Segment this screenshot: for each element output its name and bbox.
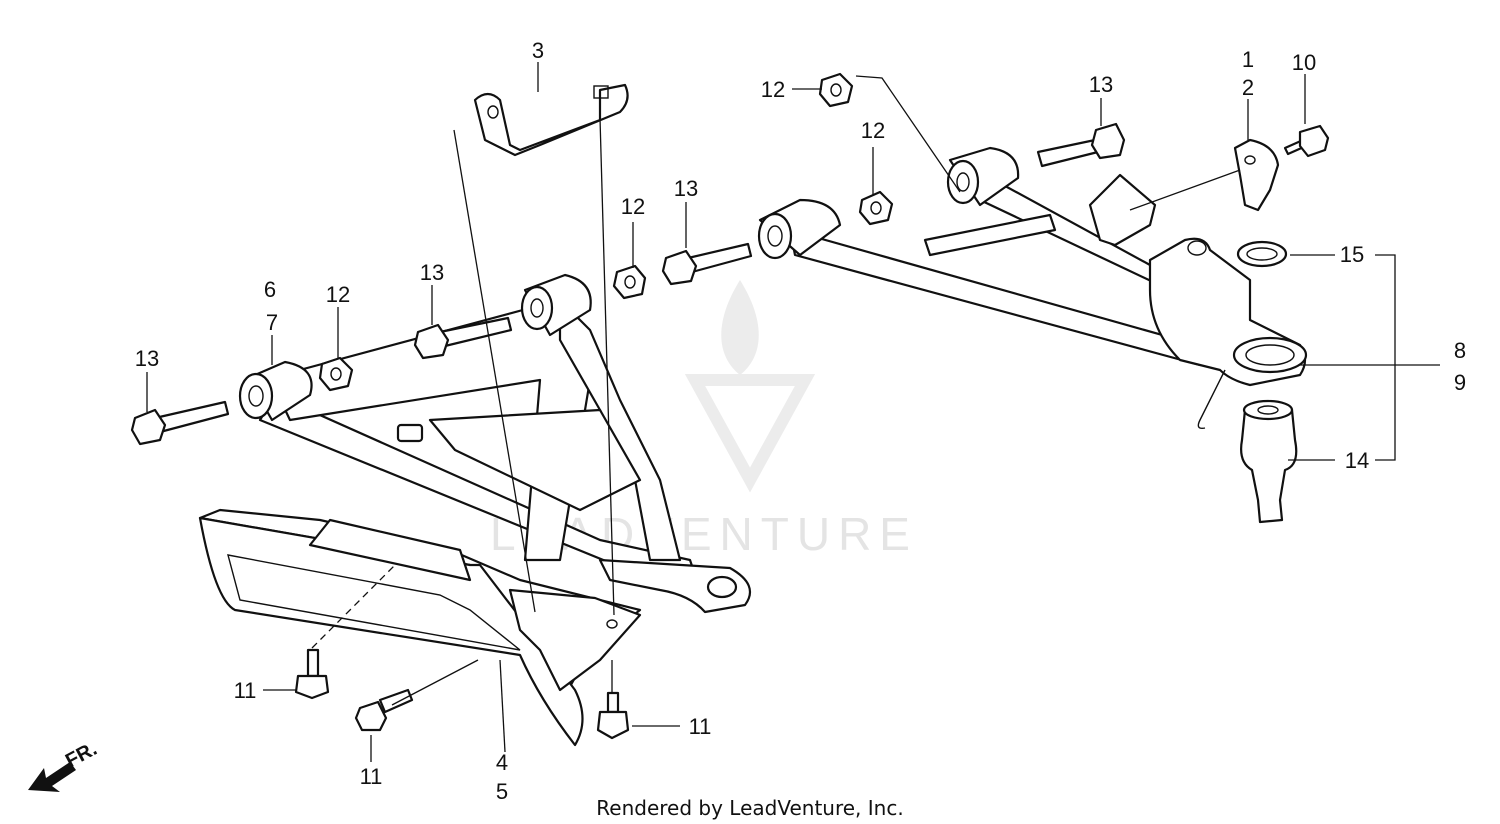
- callout-13-c: 13: [674, 176, 698, 201]
- ball-joint[interactable]: [1240, 399, 1298, 524]
- callout-12-a: 12: [326, 282, 350, 307]
- callout-12-d: 12: [861, 118, 885, 143]
- nut-12-b[interactable]: [612, 264, 647, 300]
- lower-arm[interactable]: [238, 273, 752, 614]
- bolt-13-c[interactable]: [661, 242, 753, 286]
- callout-11-b: 11: [360, 764, 383, 789]
- screw-11-c[interactable]: [596, 691, 630, 740]
- nut-12-a[interactable]: [318, 356, 354, 392]
- bolt-13-a[interactable]: [130, 400, 230, 446]
- callout-13-a: 13: [135, 346, 159, 371]
- nut-12-c[interactable]: [818, 72, 854, 108]
- bolt-13-b[interactable]: [413, 316, 513, 360]
- callout-15: 15: [1340, 242, 1364, 267]
- leader-lines: [146, 62, 1440, 762]
- upper-arm[interactable]: [757, 146, 1308, 430]
- callout-4: 4: [496, 750, 508, 775]
- bolt-10[interactable]: [1283, 124, 1330, 158]
- bolt-13-d[interactable]: [1036, 122, 1126, 168]
- direction-arrow: FR.: [28, 738, 101, 792]
- callout-12-b: 12: [621, 194, 645, 219]
- callout-6: 6: [264, 277, 276, 302]
- skid-plate[interactable]: [198, 508, 642, 747]
- callout-14: 14: [1345, 448, 1369, 473]
- callout-5: 5: [496, 779, 508, 804]
- callout-9: 9: [1454, 370, 1466, 395]
- callout-7: 7: [266, 310, 278, 335]
- nut-12-d[interactable]: [858, 190, 894, 226]
- callout-2: 2: [1242, 75, 1254, 100]
- footer-credit: Rendered by LeadVenture, Inc.: [596, 796, 903, 820]
- callout-1: 1: [1242, 47, 1254, 72]
- bracket[interactable]: [473, 83, 629, 157]
- callouts: 3 6 7 12 13 12 13 13 12 12 13 1 2 10 15 …: [135, 38, 1466, 804]
- callout-11-a: 11: [234, 678, 257, 703]
- circlip[interactable]: [1236, 240, 1288, 268]
- screw-11-b[interactable]: [354, 688, 414, 732]
- callout-8: 8: [1454, 338, 1466, 363]
- callout-12-c: 12: [761, 77, 785, 102]
- callout-13-d: 13: [1089, 72, 1113, 97]
- clip[interactable]: [1233, 138, 1280, 212]
- callout-13-b: 13: [420, 260, 444, 285]
- screw-11-a[interactable]: [294, 648, 330, 700]
- callout-10: 10: [1292, 50, 1316, 75]
- callout-11-c: 11: [689, 714, 712, 739]
- callout-3: 3: [532, 38, 544, 63]
